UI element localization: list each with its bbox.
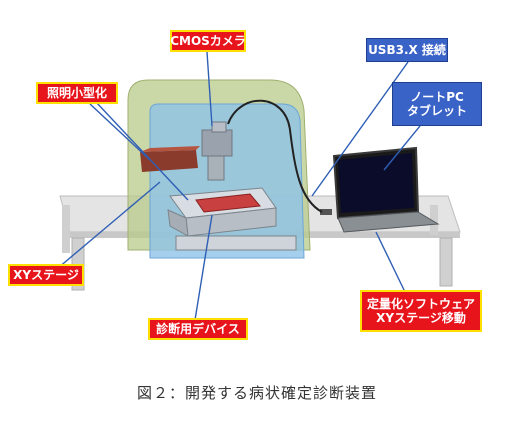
diagnosis-device-label-text: 診断用デバイス <box>156 321 240 336</box>
xy-stage-label: XYステージ <box>8 264 84 286</box>
laptop <box>320 146 440 233</box>
usb-connection-label: USB3.X 接続 <box>366 38 448 62</box>
software-label: 定量化ソフトウェア XYステージ移動 <box>360 290 482 332</box>
diagnosis-device-label: 診断用デバイス <box>148 318 248 340</box>
lighting-unit <box>140 146 200 172</box>
cmos-camera-label-text: CMOSカメラ <box>170 33 246 48</box>
software-label-line2: XYステージ移動 <box>376 311 466 325</box>
notebook-pc-label: ノートPC タブレット <box>392 82 482 126</box>
xy-stage-label-text: XYステージ <box>13 267 79 282</box>
cmos-camera-label: CMOSカメラ <box>170 30 246 52</box>
software-label-line1: 定量化ソフトウェア <box>366 296 475 311</box>
figure-caption: 図２：開発する病状確定診断装置 <box>136 384 377 402</box>
xy-stage-device <box>167 187 297 251</box>
lighting-label-text: 照明小型化 <box>46 85 107 100</box>
notebook-pc-label-line2: タブレット <box>406 104 467 118</box>
lighting-label: 照明小型化 <box>36 82 118 104</box>
notebook-pc-label-line1: ノートPC <box>410 89 464 104</box>
cmos-camera <box>201 121 233 181</box>
usb-cable <box>227 99 323 213</box>
usb-connection-label-text: USB3.X 接続 <box>368 42 446 57</box>
